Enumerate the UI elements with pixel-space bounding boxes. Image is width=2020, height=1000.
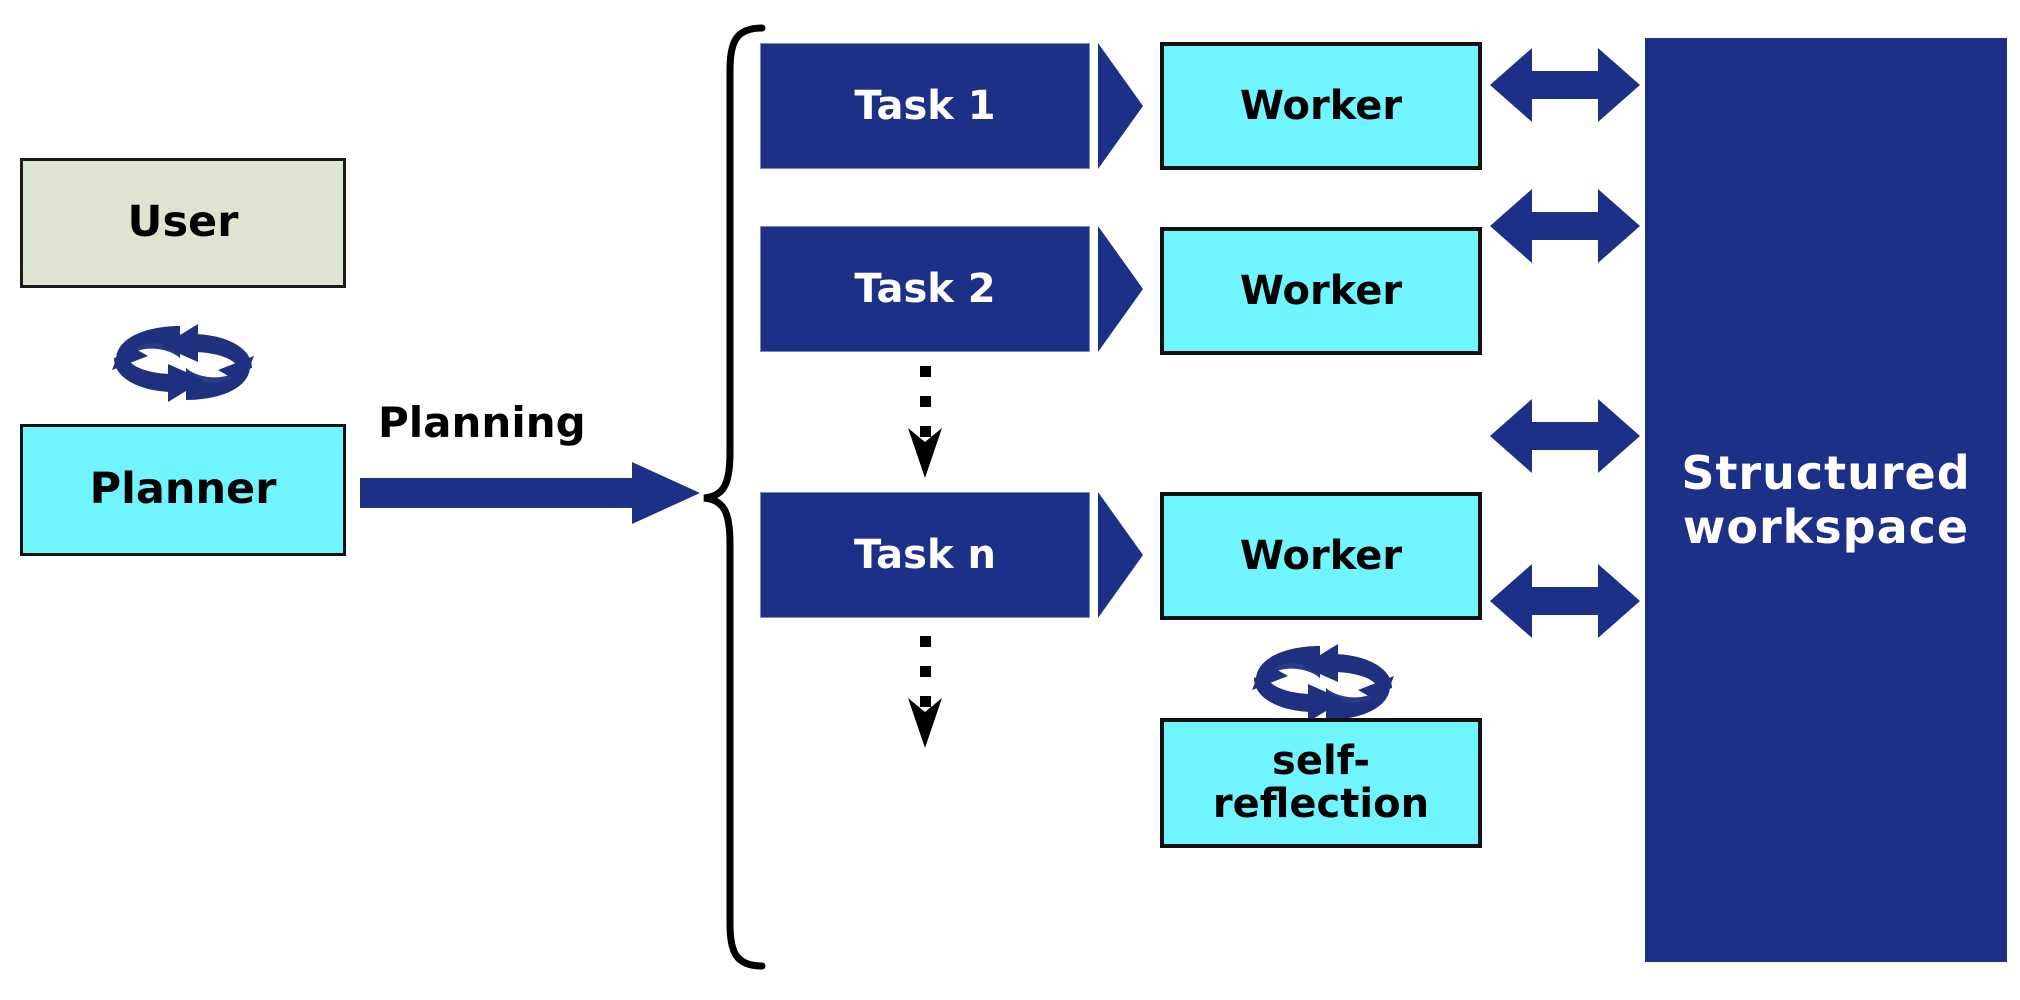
- self-reflection-line-2: reflection: [1212, 781, 1430, 827]
- self-reflection-line-1: self-: [1272, 737, 1370, 784]
- triangle-right-arrow-icon: [1098, 226, 1143, 352]
- self-reflection-box[interactable]: self- reflection: [1160, 718, 1482, 848]
- double-headed-arrow-icon: [1490, 395, 1640, 477]
- triangle-right-arrow-icon: [1098, 492, 1143, 618]
- structured-workspace-box[interactable]: Structured workspace: [1645, 38, 2007, 962]
- refresh-loop-icon: [1248, 642, 1398, 722]
- planning-right-arrow-icon: [360, 462, 700, 524]
- refresh-loop-icon: [108, 322, 258, 404]
- structured-workspace-line-1: Structured: [1681, 445, 1971, 500]
- dotted-down-arrow-icon: [895, 632, 955, 772]
- task-box-1[interactable]: Task 1: [760, 43, 1090, 169]
- worker-box-1[interactable]: Worker: [1160, 42, 1482, 170]
- task-box-n[interactable]: Task n: [760, 492, 1090, 618]
- structured-workspace-line-2: workspace: [1682, 500, 1970, 554]
- double-headed-arrow-icon: [1490, 44, 1640, 126]
- worker-box-3[interactable]: Worker: [1160, 492, 1482, 620]
- task-box-2[interactable]: Task 2: [760, 226, 1090, 352]
- double-headed-arrow-icon: [1490, 185, 1640, 267]
- planner-box[interactable]: Planner: [20, 424, 346, 556]
- dotted-down-arrow-icon: [895, 362, 955, 502]
- worker-box-2[interactable]: Worker: [1160, 227, 1482, 355]
- user-box[interactable]: User: [20, 158, 346, 288]
- triangle-right-arrow-icon: [1098, 43, 1143, 169]
- planning-edge-label: Planning: [378, 398, 586, 447]
- curly-brace-icon: [700, 22, 770, 972]
- double-headed-arrow-icon: [1490, 560, 1640, 642]
